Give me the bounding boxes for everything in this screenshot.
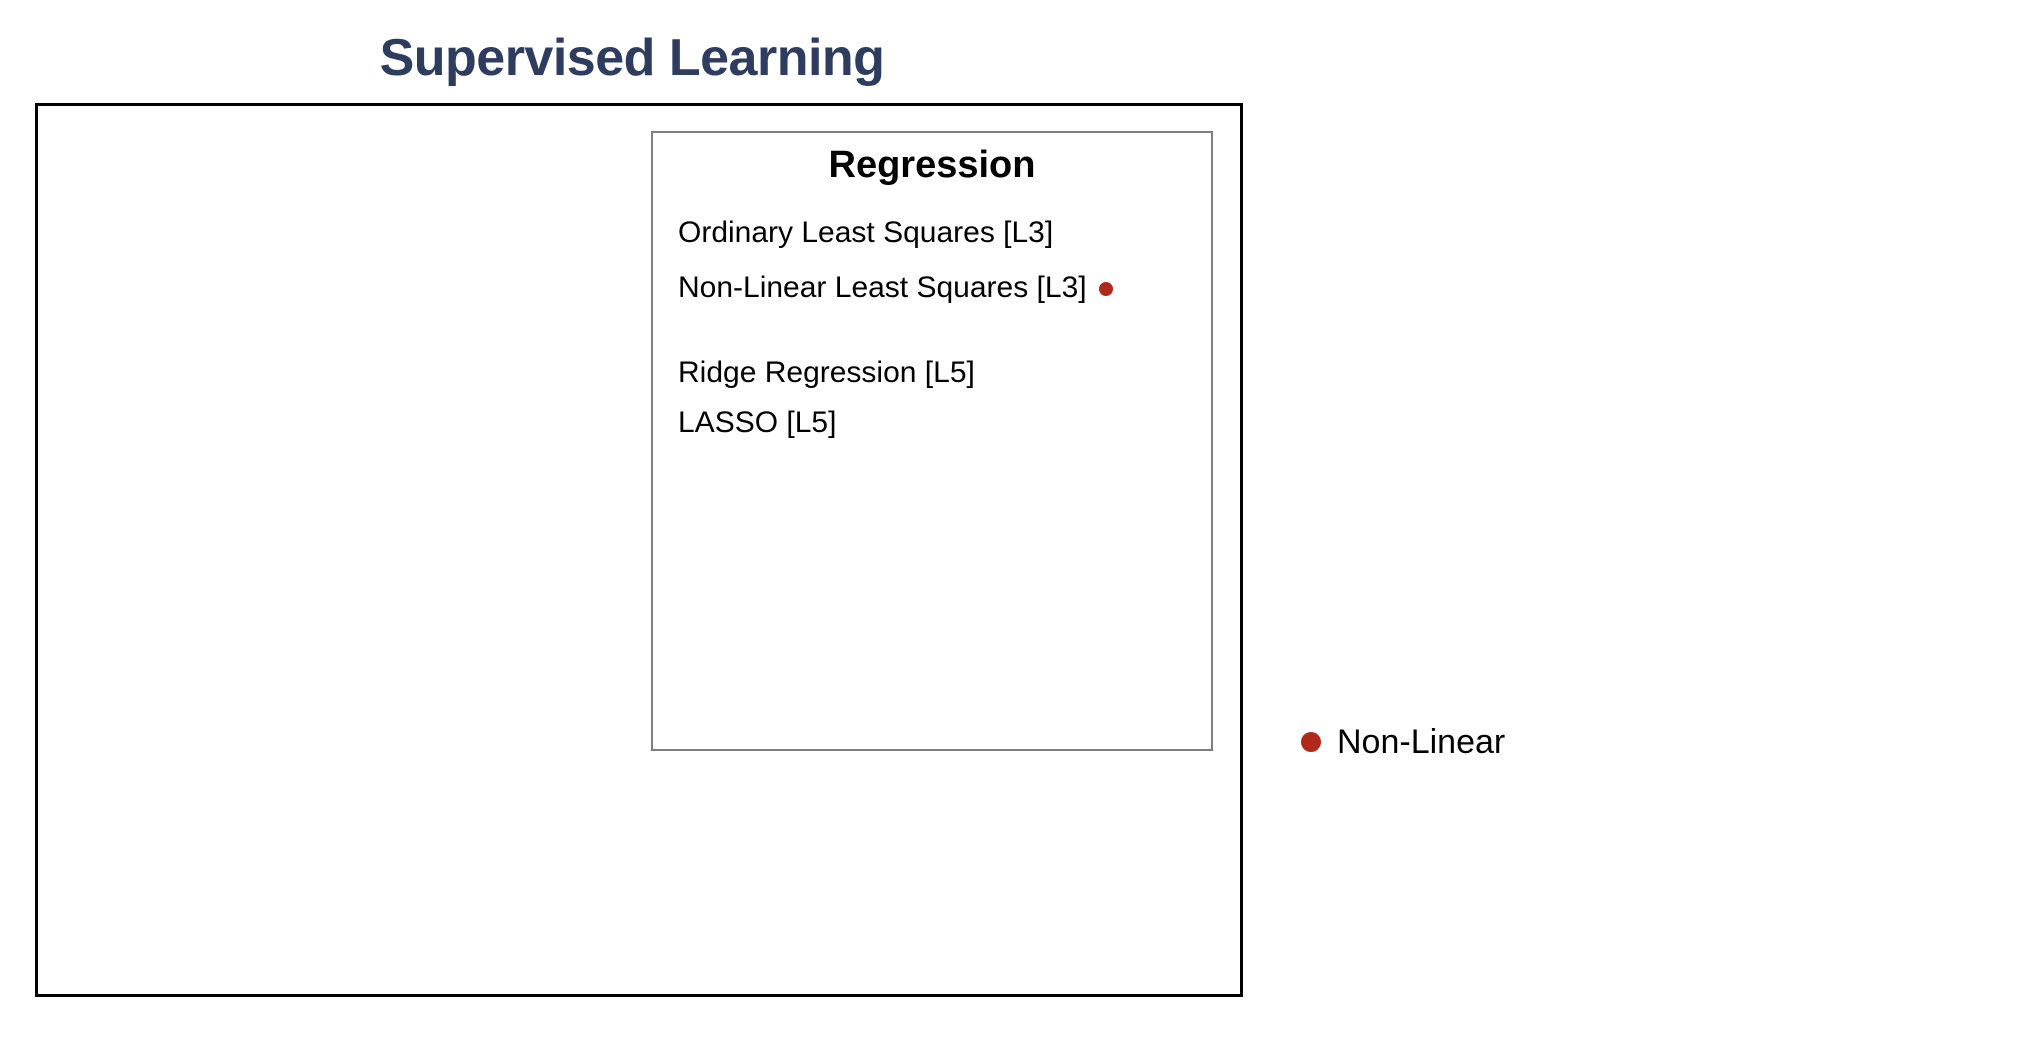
list-item-label: Non-Linear Least Squares [L3] xyxy=(678,271,1087,304)
list-item-ridge-regression: Ridge Regression [L5] xyxy=(678,355,975,391)
list-item-label: Ordinary Least Squares [L3] xyxy=(678,216,1054,249)
regression-heading: Regression xyxy=(828,144,1036,186)
list-item-lasso: LASSO [L5] xyxy=(678,405,836,441)
legend: Non-Linear xyxy=(1301,722,1505,762)
regression-box: Regression Ordinary Least Squares [L3] N… xyxy=(651,131,1213,751)
list-item-ordinary-least-squares: Ordinary Least Squares [L3] xyxy=(678,215,1053,251)
red-dot-icon xyxy=(1301,732,1321,752)
list-item-label: Ridge Regression [L5] xyxy=(678,356,975,389)
page-title: Supervised Learning xyxy=(379,29,885,87)
list-item-non-linear-least-squares: Non-Linear Least Squares [L3] xyxy=(678,270,1113,306)
legend-label: Non-Linear xyxy=(1337,723,1506,761)
list-item-label: LASSO [L5] xyxy=(678,406,837,439)
non-linear-dot-icon xyxy=(1098,282,1113,297)
supervised-learning-box: Regression Ordinary Least Squares [L3] N… xyxy=(35,103,1243,997)
